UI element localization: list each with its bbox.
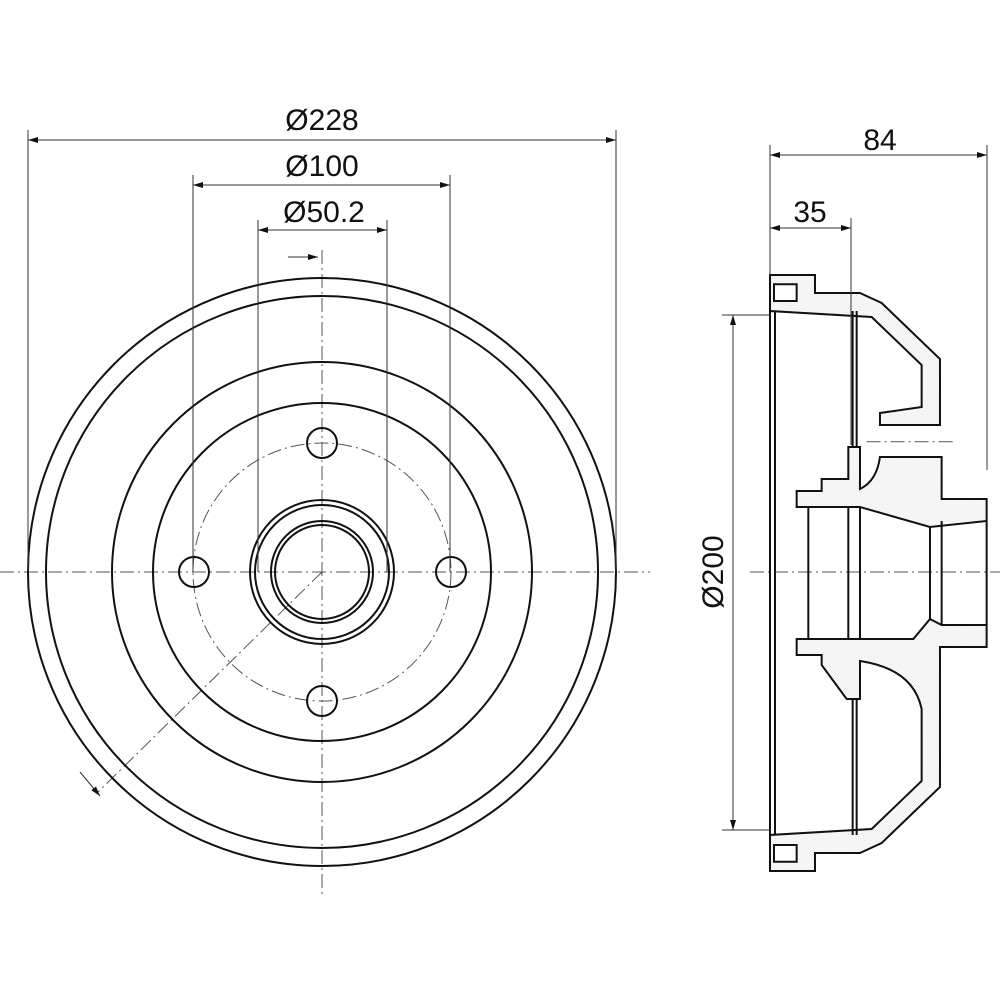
bolt-circle-label: Ø100 [285, 150, 358, 183]
braking-surface-circle [111, 361, 533, 783]
outer-diameter-label: Ø228 [285, 104, 358, 137]
hub-section-top [797, 447, 987, 527]
hub-ring-circle [254, 504, 390, 640]
bolt-circle [192, 442, 452, 702]
drum-section-bottom [770, 619, 987, 871]
section-arrow [79, 771, 101, 797]
web-circle [152, 402, 492, 742]
groove-top [774, 284, 797, 301]
bolt-hole [306, 685, 338, 717]
front-view: Ø228 Ø100 Ø50.2 [0, 104, 650, 895]
hub-outer-circle [249, 499, 395, 645]
bolt-hole [178, 556, 210, 588]
total-height-label: 84 [863, 124, 896, 157]
bore-chamfer-circle [270, 520, 374, 624]
side-section-view: 84 35 Ø200 [697, 124, 1000, 871]
flange-offset-label: 35 [793, 196, 826, 229]
bolt-hole [435, 556, 467, 588]
center-bore-label: Ø50.2 [283, 196, 365, 229]
inner-rim-circle [45, 295, 599, 849]
center-bore-circle [274, 524, 370, 620]
braking-diameter-label: Ø200 [697, 535, 730, 608]
section-line [97, 571, 323, 793]
groove-bottom [774, 845, 797, 862]
bolt-hole [306, 427, 338, 459]
